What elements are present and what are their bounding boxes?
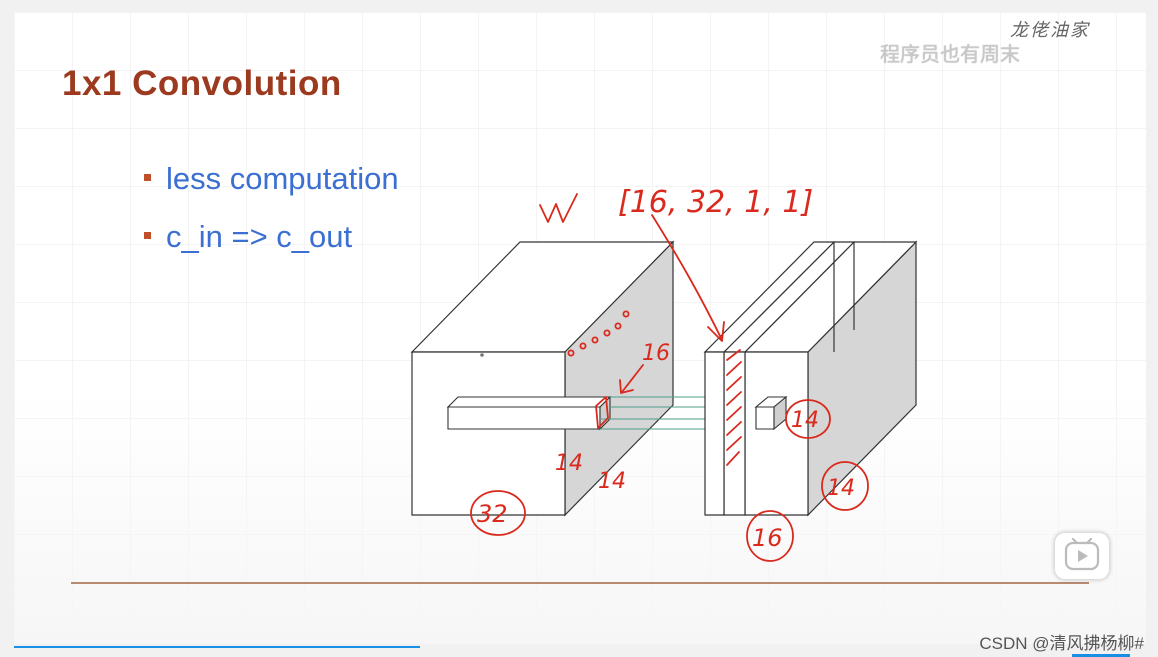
- footer-divider: [71, 582, 1089, 584]
- channel-dots: [567, 310, 630, 357]
- bullet-text: c_in => c_out: [166, 219, 353, 254]
- video-progress-end: [1072, 654, 1130, 657]
- slide-title: 1x1 Convolution: [62, 64, 342, 103]
- convolution-diagram: w [16, 32, 1, 1] 16 14 14: [410, 185, 918, 562]
- output-bar: [754, 395, 788, 431]
- slide: 1x1 Convolution less computation c_in =>…: [14, 12, 1146, 644]
- input-cube-dot: [480, 353, 484, 357]
- kernel-count-note: 16: [642, 341, 670, 366]
- output-width-circle: [821, 461, 869, 511]
- output-width-label: 14: [827, 476, 855, 501]
- output-height-circle: [785, 399, 831, 439]
- input-channels-circle: [470, 490, 526, 536]
- handwritten-stamp: 龙佬油家: [1010, 20, 1090, 41]
- bullet-list: less computation c_in => c_out: [144, 162, 399, 278]
- output-height-label: 14: [791, 408, 819, 433]
- weight-arrowhead: [707, 321, 725, 342]
- weight-shape-label: [16, 32, 1, 1]: [618, 185, 813, 220]
- output-channels-circle: [746, 510, 794, 562]
- input-channels-label: 32: [477, 500, 508, 528]
- w-label-stroke: [539, 193, 578, 223]
- play-button[interactable]: [1054, 532, 1110, 580]
- bullet-item: c_in => c_out: [144, 220, 399, 278]
- input-bar: [446, 395, 612, 431]
- input-width-label: 14: [598, 469, 626, 494]
- bullet-text: less computation: [166, 161, 399, 196]
- csdn-credit: CSDN @清风拂杨柳#: [979, 634, 1144, 653]
- bar-tip-highlight: [595, 396, 609, 429]
- watermark: 程序员也有周末: [880, 44, 1020, 66]
- kernel-hatching: [726, 349, 742, 466]
- input-height-label: 14: [555, 451, 583, 476]
- bullet-marker-icon: [144, 174, 151, 181]
- note-arrow: [621, 364, 644, 393]
- bullet-item: less computation: [144, 162, 399, 220]
- bullet-marker-icon: [144, 232, 151, 239]
- note-arrowhead: [619, 379, 634, 394]
- w-label-text: w: [553, 219, 554, 221]
- input-feature-cube: [410, 240, 675, 517]
- output-channels-label: 16: [752, 524, 783, 552]
- output-feature-cube: [703, 240, 918, 517]
- weight-arrow: [651, 214, 723, 341]
- video-progress-bar[interactable]: [14, 646, 420, 648]
- play-icon: [1064, 537, 1100, 571]
